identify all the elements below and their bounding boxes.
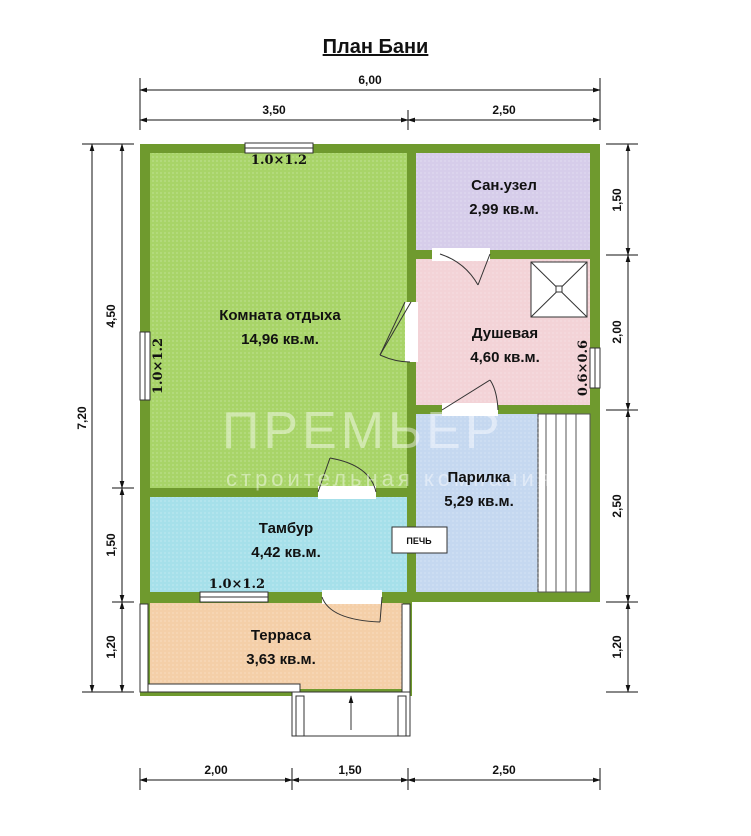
room-vestibule — [150, 497, 407, 592]
room-vestibule-area: 4,42 кв.м. — [251, 544, 321, 561]
watermark: ПРЕМЬЕР строительная компания — [222, 402, 554, 491]
dim-left-mid: 1,50 — [104, 533, 118, 557]
room-rest-name: Комната отдыха — [219, 307, 341, 324]
window-right-label: 0.6×0.6 — [576, 340, 591, 396]
dim-bottom-b: 1,50 — [338, 763, 362, 777]
room-terrace-name: Терраса — [251, 627, 312, 644]
dim-right-a: 1,50 — [610, 188, 624, 212]
dim-left-upper: 4,50 — [104, 304, 118, 328]
room-wc — [416, 153, 590, 250]
window-top-label: 1.0×1.2 — [251, 153, 307, 168]
dim-right-c: 2,50 — [610, 494, 624, 518]
dim-bottom-c: 2,50 — [492, 763, 516, 777]
dim-right-b: 2,00 — [610, 320, 624, 344]
room-rest — [150, 153, 407, 488]
dim-top-right: 2,50 — [492, 103, 516, 117]
room-shower-area: 4,60 кв.м. — [470, 349, 540, 366]
room-steam-area: 5,29 кв.м. — [444, 493, 514, 510]
watermark-line1: ПРЕМЬЕР — [222, 402, 504, 460]
dimension-lines — [82, 78, 638, 790]
room-steam-name: Парилка — [448, 469, 512, 486]
window-vestibule-label: 1.0×1.2 — [209, 577, 265, 592]
room-shower-name: Душевая — [472, 325, 538, 342]
steam-bench — [537, 413, 591, 593]
dim-left-low: 1,20 — [104, 635, 118, 659]
room-wc-name: Сан.узел — [471, 177, 537, 194]
terrace-railings — [139, 603, 411, 693]
dim-bottom-a: 2,00 — [204, 763, 228, 777]
shower-tray-icon — [530, 261, 588, 318]
dim-left-total: 7,20 — [75, 406, 89, 430]
stove-label: ПЕЧЬ — [406, 536, 432, 546]
watermark-line2: строительная компания — [226, 466, 554, 491]
room-terrace — [150, 603, 403, 689]
room-wc-area: 2,99 кв.м. — [469, 201, 539, 218]
room-terrace-area: 3,63 кв.м. — [246, 651, 316, 668]
dim-top-total: 6,00 — [358, 73, 382, 87]
window-left-label: 1.0×1.2 — [151, 338, 166, 394]
stove: ПЕЧЬ — [391, 526, 448, 554]
dim-right-d: 1,20 — [610, 635, 624, 659]
room-vestibule-name: Тамбур — [259, 520, 313, 537]
dim-top-left: 3,50 — [262, 103, 286, 117]
windows — [139, 142, 601, 603]
plan-title: План Бани — [322, 36, 429, 58]
room-rest-area: 14,96 кв.м. — [241, 331, 319, 348]
entry-steps — [291, 691, 411, 737]
doors — [317, 248, 499, 623]
